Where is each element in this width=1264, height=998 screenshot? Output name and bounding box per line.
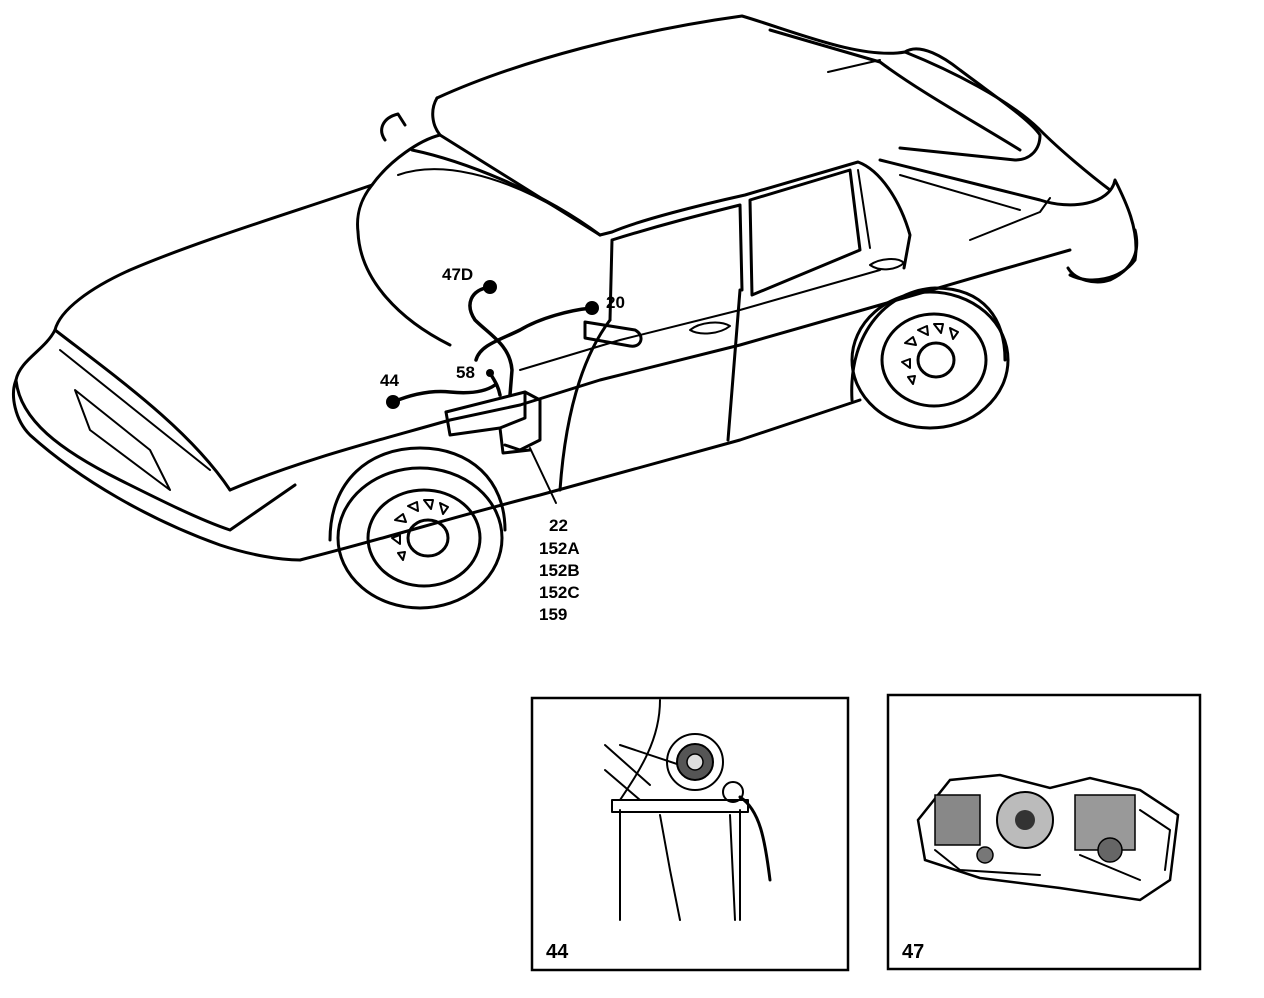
callout-47d: 47D bbox=[442, 265, 473, 284]
callout-152a: 152A bbox=[539, 539, 580, 558]
connector-dot-icon bbox=[585, 301, 599, 315]
connector-dot-icon bbox=[486, 369, 494, 377]
callout-152b: 152B bbox=[539, 561, 580, 580]
harness-box bbox=[444, 390, 542, 455]
inset-47: 47 bbox=[886, 693, 1202, 971]
callout-22: 22 bbox=[549, 516, 568, 535]
car-drawing bbox=[12, 14, 1139, 562]
wire-47d bbox=[468, 285, 514, 397]
connector-dot-icon bbox=[483, 280, 497, 294]
wire-44 bbox=[391, 383, 497, 404]
fuel-pump-photo-icon bbox=[604, 699, 772, 921]
callout-58: 58 bbox=[456, 363, 475, 382]
front-wheel bbox=[328, 446, 507, 610]
wire-20 bbox=[474, 306, 594, 362]
callout-159: 159 bbox=[539, 605, 567, 624]
fusebox-photo-icon bbox=[916, 773, 1180, 902]
rear-wheel bbox=[850, 286, 1010, 430]
inset-47-number: 47 bbox=[902, 941, 924, 963]
inset-44: 44 bbox=[530, 696, 850, 972]
callout-152c: 152C bbox=[539, 583, 580, 602]
connector-dot-icon bbox=[386, 395, 400, 409]
callout-44: 44 bbox=[380, 371, 399, 390]
inset-44-number: 44 bbox=[546, 941, 569, 963]
leader-harness bbox=[529, 447, 557, 504]
callout-20: 20 bbox=[606, 293, 625, 312]
wiring bbox=[391, 285, 594, 504]
